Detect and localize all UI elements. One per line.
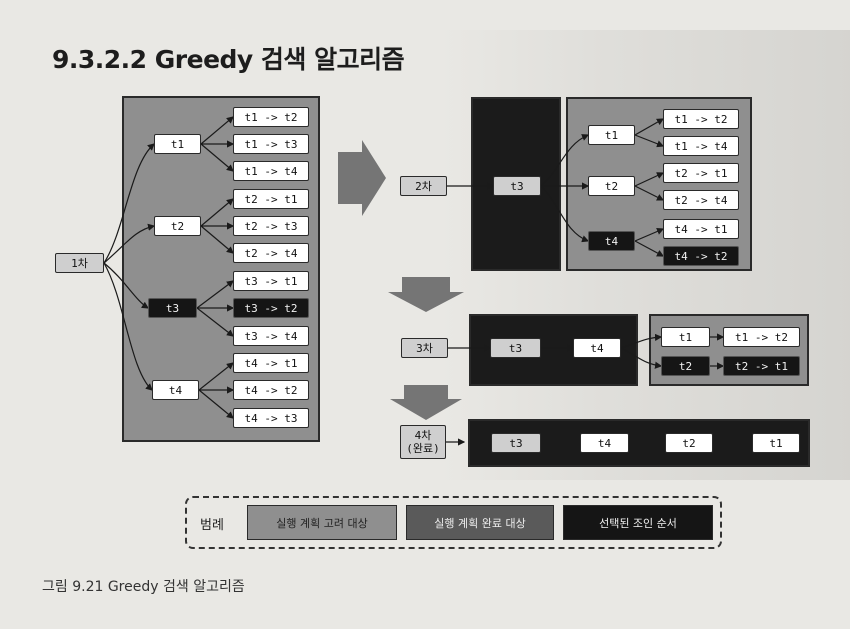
stage2-pair: t1 -> t4 [663, 136, 739, 156]
stage2-pair: t1 -> t2 [663, 109, 739, 129]
stage2-start-node: 2차 [400, 176, 447, 196]
stage1-pair: t4 -> t2 [233, 380, 309, 400]
stage1-pair: t2 -> t4 [233, 243, 309, 263]
legend-box [185, 496, 722, 549]
stage1-table-t1: t1 [154, 134, 201, 154]
edge-1-t3 [103, 262, 150, 309]
arrow-right-stage2 [338, 140, 386, 216]
arrow-down-stage4 [390, 385, 462, 420]
stage3-table-t1: t1 [661, 327, 710, 347]
stage2-fixed-t3: t3 [493, 176, 541, 196]
arrow-down-stage3 [388, 277, 464, 312]
stage2-pair-selected: t4 -> t2 [663, 246, 739, 266]
stage1-pair: t1 -> t4 [233, 161, 309, 181]
stage3-fixed-t4: t4 [573, 338, 621, 358]
stage1-pair: t1 -> t2 [233, 107, 309, 127]
stage1-pair-selected: t3 -> t2 [233, 298, 309, 318]
stage3-table-t2-selected: t2 [661, 356, 710, 376]
stage4-order-t1: t1 [752, 433, 800, 453]
stage1-pair: t3 -> t4 [233, 326, 309, 346]
figure-caption: 그림 9.21 Greedy 검색 알고리즘 [42, 579, 245, 595]
stage2-table-t2: t2 [588, 176, 635, 196]
legend-label: 범례 [200, 518, 224, 533]
stage3-fixed-t3: t3 [490, 338, 541, 358]
stage1-table-t3-selected: t3 [148, 298, 197, 318]
stage1-pair: t1 -> t3 [233, 134, 309, 154]
stage4-start-label: 4차 [414, 428, 432, 442]
edge-1-t1 [103, 143, 155, 264]
stage2-pair: t4 -> t1 [663, 219, 739, 239]
stage4-order-t2: t2 [665, 433, 713, 453]
stage4-start-sublabel: (완료) [406, 442, 440, 455]
stage4-start-node: 4차 (완료) [400, 425, 446, 459]
stage4-order-t3: t3 [491, 433, 541, 453]
stage1-table-t4: t4 [152, 380, 199, 400]
stage3-start-node: 3차 [401, 338, 448, 358]
stage1-start-node: 1차 [55, 253, 104, 273]
stage3-pair: t1 -> t2 [723, 327, 800, 347]
section-title: 9.3.2.2 Greedy 검색 알고리즘 [52, 45, 405, 74]
stage1-table-t2: t2 [154, 216, 201, 236]
stage1-pair: t4 -> t3 [233, 408, 309, 428]
legend-selected-order: 선택된 조인 순서 [563, 505, 713, 540]
stage2-pair: t2 -> t1 [663, 163, 739, 183]
stage2-table-t1: t1 [588, 125, 635, 145]
stage1-pair: t2 -> t1 [233, 189, 309, 209]
edge-1-t2 [103, 223, 156, 264]
stage4-order-t4: t4 [580, 433, 629, 453]
stage1-pair: t4 -> t1 [233, 353, 309, 373]
legend-completed: 실행 계획 완료 대상 [406, 505, 554, 540]
stage2-pair: t2 -> t4 [663, 190, 739, 210]
stage1-pair: t3 -> t1 [233, 271, 309, 291]
stage3-pair-selected: t2 -> t1 [723, 356, 800, 376]
stage2-table-t4-selected: t4 [588, 231, 635, 251]
legend-considered: 실행 계획 고려 대상 [247, 505, 397, 540]
edge-1-t4 [103, 262, 153, 391]
stage1-pair: t2 -> t3 [233, 216, 309, 236]
